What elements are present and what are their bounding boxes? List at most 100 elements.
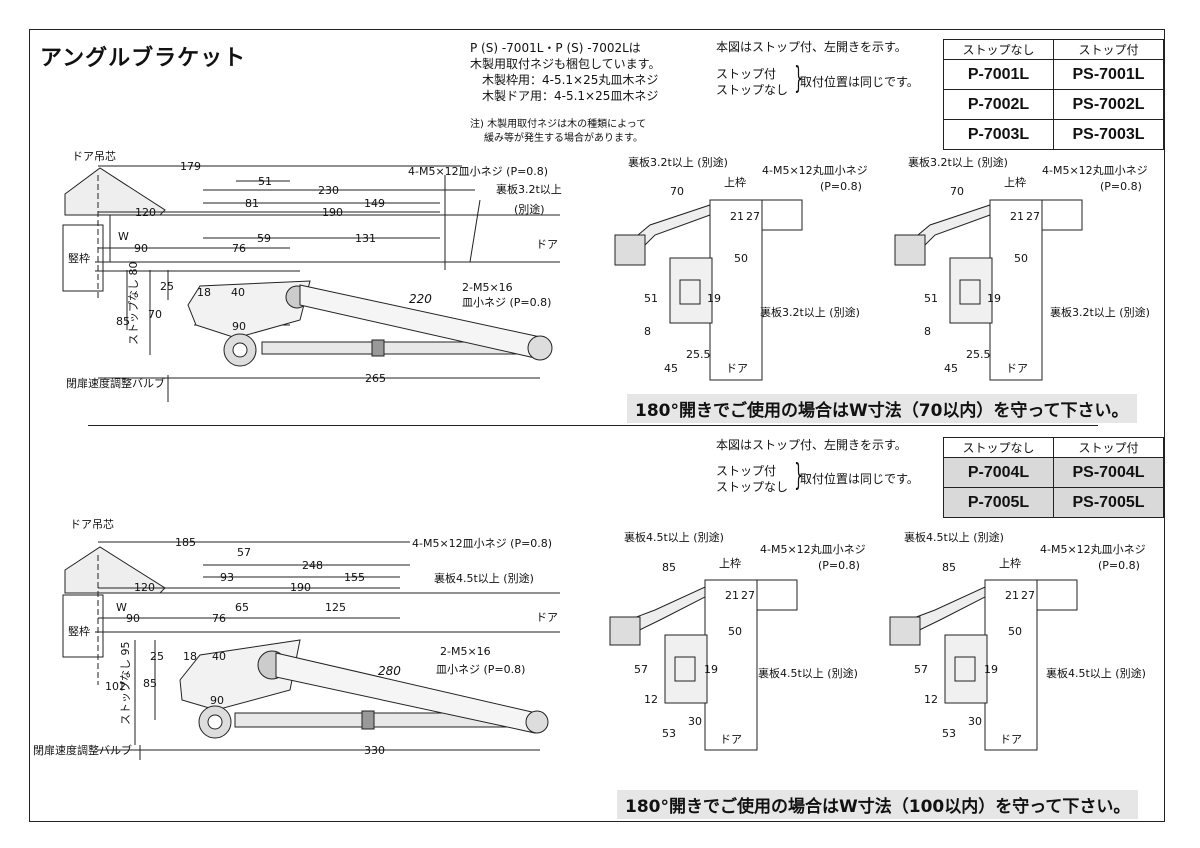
dim-40: 40 — [212, 650, 226, 663]
dim-280: 280 — [378, 664, 401, 678]
front-views-top: 裏板3.2t以上 (別途) 4-M5×12丸皿小ネジ (P=0.8) 上枠 70… — [614, 155, 1150, 381]
table-cell: PS-7003L — [1053, 119, 1164, 150]
backing-label: 裏板3.2t以上 — [496, 182, 562, 196]
arm-end-joint — [525, 710, 549, 734]
table-cell: P-7001L — [943, 59, 1054, 90]
closer-pivot-inner — [232, 342, 248, 358]
hex-socket — [674, 656, 696, 682]
table-header: ストップ付 — [1053, 39, 1164, 60]
frame-post — [62, 594, 104, 658]
side-view-bottom: ドア吊芯 185 57 248 93 155 120 190 W 65 125 … — [33, 517, 560, 760]
door-label: ドア — [720, 733, 742, 746]
fastener — [889, 616, 921, 646]
dim-25-5: 25.5 — [686, 348, 711, 361]
dim-40: 40 — [231, 286, 245, 299]
brace-icon: } — [794, 61, 803, 96]
hex-socket — [959, 279, 981, 305]
dim-19: 19 — [704, 663, 718, 676]
backing-top-label: 裏板3.2t以上 (別途) — [908, 155, 1008, 169]
caution-line: 注) 木製用取付ネジは木の種類によって — [470, 119, 647, 130]
dim-w: W — [116, 601, 127, 614]
table-cell: PS-7001L — [1053, 59, 1164, 90]
door-label: ドア — [1006, 362, 1028, 375]
closer-pivot-inner — [207, 714, 223, 730]
door-label: ドア — [536, 238, 558, 251]
door-pivot-bracket — [64, 546, 166, 594]
dim-230: 230 — [318, 184, 339, 197]
closer-bracket — [187, 280, 311, 339]
dim-19: 19 — [707, 292, 721, 305]
upper-frame — [1036, 579, 1078, 611]
dim-w: W — [118, 230, 129, 243]
frame-label: 竪枠 — [68, 251, 90, 265]
table-header: ストップなし — [943, 437, 1054, 458]
pitch-label: (P=0.8) — [820, 180, 862, 193]
figure-note-bottom: 本図はストップ付、左開きを示す。 — [716, 438, 907, 452]
upper-frame — [761, 199, 803, 231]
dim-76: 76 — [232, 242, 246, 255]
dim-19: 19 — [984, 663, 998, 676]
dim-248: 248 — [302, 559, 323, 572]
backing-leader — [469, 199, 481, 263]
door-label: ドア — [536, 611, 558, 624]
valve-label: 閉扉速度調整バルブ — [66, 376, 165, 390]
upper-frame — [756, 579, 798, 611]
dim-51: 51 — [924, 292, 938, 305]
dim-220: 220 — [409, 292, 432, 306]
section-divider — [88, 425, 1098, 426]
table-header: ストップ付 — [1053, 437, 1164, 458]
adjust-nut — [361, 710, 375, 730]
table-cell: PS-7005L — [1053, 487, 1164, 518]
mount-plate — [949, 257, 993, 324]
packing-note-line: P (S) -7001L・P (S) -7002Lは — [470, 41, 641, 55]
screw-label: 4-M5×12丸皿小ネジ — [1040, 543, 1146, 556]
table-cell: P-7002L — [943, 89, 1054, 120]
screw-a-label: 4-M5×12皿小ネジ (P=0.8) — [408, 165, 548, 178]
dim-27: 27 — [746, 210, 760, 223]
dim-85: 85 — [942, 561, 956, 574]
table-cell: PS-7002L — [1053, 89, 1164, 120]
dim-70: 70 — [148, 308, 162, 321]
dim-59: 59 — [257, 232, 271, 245]
dim-21: 21 — [725, 589, 739, 602]
dim-125: 125 — [325, 601, 346, 614]
dim-12: 12 — [644, 693, 658, 706]
backing-top-label: 裏板4.5t以上 (別途) — [624, 530, 724, 544]
frame-post — [62, 224, 104, 292]
page-frame — [29, 29, 1165, 822]
door-label: ドア — [726, 362, 748, 375]
table-header: ストップなし — [943, 39, 1054, 60]
dim-50: 50 — [1014, 252, 1028, 265]
brace-icon: } — [794, 458, 803, 493]
dim-45: 45 — [664, 362, 678, 375]
dim-30: 30 — [688, 715, 702, 728]
upper-frame — [1041, 199, 1083, 231]
dim-85: 85 — [116, 315, 130, 328]
valve-label: 閉扉速度調整バルブ — [33, 743, 132, 757]
dim-45: 45 — [944, 362, 958, 375]
dim-53: 53 — [942, 727, 956, 740]
figure-note-top: 本図はストップ付、左開きを示す。 — [716, 40, 907, 54]
screw-label: 4-M5×12丸皿小ネジ — [762, 164, 868, 177]
dim-30: 30 — [968, 715, 982, 728]
stopless-label-top: ストップなし — [716, 83, 789, 97]
same-position-top: 取付位置は同じです。 — [800, 75, 919, 89]
backing-top-label: 裏板4.5t以上 (別途) — [904, 530, 1004, 544]
dim-265: 265 — [365, 372, 386, 385]
banner-bottom: 180°開きでご使用の場合はW寸法（100以内）を守って下さい。 — [617, 790, 1139, 819]
same-position-bottom: 取付位置は同じです。 — [800, 472, 919, 486]
dim-185: 185 — [175, 536, 196, 549]
caution-note: 注) 木製用取付ネジは木の種類によって 緩み等が発生する場合があります。 — [470, 118, 646, 146]
door-label: ドア — [1000, 733, 1022, 746]
dim-131: 131 — [355, 232, 376, 245]
table-cell: P-7004L — [943, 457, 1054, 488]
adjust-nut — [371, 339, 385, 357]
dim-21: 21 — [730, 210, 744, 223]
dim-19: 19 — [987, 292, 1001, 305]
backing-side-label: 裏板4.5t以上 (別途) — [1046, 666, 1146, 680]
door-axis-label: ドア吊芯 — [70, 517, 114, 531]
caution-line: 緩み等が発生する場合があります。 — [484, 133, 643, 144]
screw-a-label: 4-M5×12皿小ネジ (P=0.8) — [412, 537, 552, 550]
stopless-dim: ストップなし 95 — [119, 642, 132, 726]
